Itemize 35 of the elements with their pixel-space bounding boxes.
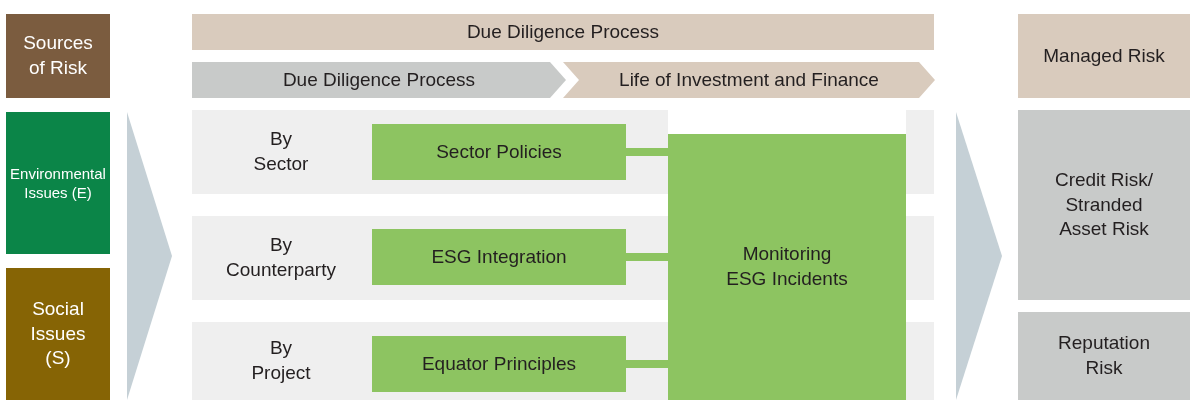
risk-box <box>1018 110 1190 300</box>
risk-box <box>1018 312 1190 400</box>
row-band <box>192 110 668 194</box>
box-label: Life of Investment and Finance <box>618 67 880 92</box>
process-box <box>668 134 906 400</box>
row-label: By Counterparty <box>226 233 336 282</box>
box-label: Equator Principles <box>420 351 578 376</box>
process-box <box>372 229 626 285</box>
connector-line <box>626 360 668 368</box>
row-label: By Sector <box>253 127 309 176</box>
box-label: Due Diligence Process <box>465 19 661 44</box>
category-box <box>6 268 110 400</box>
box-label: Sector Policies <box>435 139 563 164</box>
connector-line <box>626 253 668 261</box>
box-label: Due Diligence Process <box>281 67 477 92</box>
box-label: Reputation Risk <box>1057 331 1151 380</box>
row-band <box>192 322 668 400</box>
connector-line <box>626 148 668 156</box>
box-label: Managed Risk <box>1042 43 1166 68</box>
box-label: Monitoring ESG Incidents <box>725 242 849 291</box>
process-box <box>372 124 626 180</box>
box-label: Sources of Risk <box>22 31 94 80</box>
box-label: Credit Risk/ Stranded Asset Risk <box>1053 167 1155 242</box>
box-label: Social Issues (S) <box>29 296 87 371</box>
box-label: ESG Integration <box>430 244 568 269</box>
category-box <box>6 112 110 254</box>
header-band <box>1018 14 1190 98</box>
row-band <box>192 216 668 300</box>
row-label: By Project <box>251 336 311 385</box>
chevron-band <box>563 62 935 98</box>
header-box <box>6 14 110 98</box>
header-band <box>192 14 934 50</box>
box-label: Environmental Issues (E) <box>9 163 107 203</box>
chevron-band <box>192 62 566 98</box>
process-box <box>372 336 626 392</box>
